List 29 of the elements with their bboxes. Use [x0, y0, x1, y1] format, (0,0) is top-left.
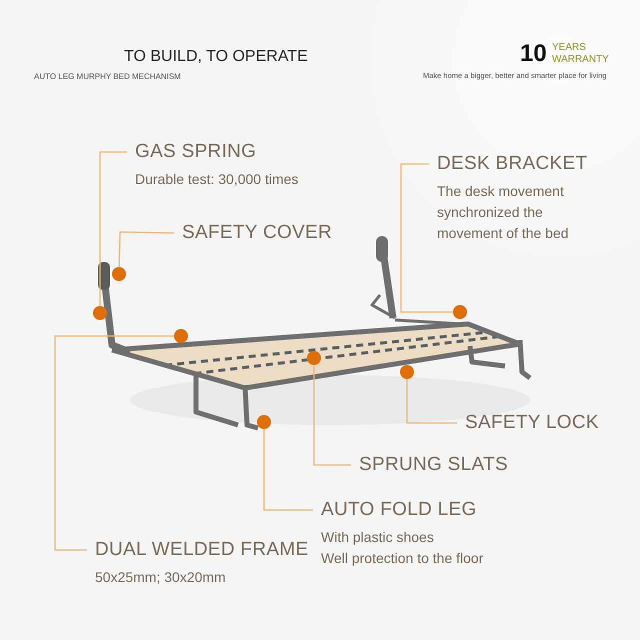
callout-title: GAS SPRING [135, 140, 258, 164]
leader-line [118, 231, 174, 268]
leader-line [54, 335, 174, 551]
callout-title: SPRUNG SLATS [359, 453, 508, 477]
leader-line [99, 151, 127, 306]
callout-dot [453, 305, 467, 319]
tagline: TO BUILD, TO OPERATE [124, 48, 308, 66]
callout-dot [257, 415, 271, 429]
leader-line [313, 365, 351, 466]
warranty-number: 10 [520, 40, 547, 68]
callout-title: SAFETY LOCK [465, 411, 599, 435]
subtitle: AUTO LEG MURPHY BED MECHANISM [34, 72, 181, 81]
warranty-text: YEARS WARRANTY [552, 42, 610, 66]
callout-description: The desk movement synchronized the movement of the bed [437, 182, 570, 243]
leader-line [406, 379, 457, 424]
callout-description: Well protection to the floor [321, 549, 484, 568]
callout-title: AUTO FOLD LEG [321, 498, 478, 522]
callout-dot [93, 306, 107, 320]
callout-title: SAFETY COVER [182, 221, 332, 245]
leader-line [263, 429, 313, 511]
callout-title: DESK BRACKET [437, 152, 588, 176]
callout-description: 50x25mm; 30x20mm [95, 568, 227, 587]
leader-line [400, 163, 453, 313]
callout-dot [112, 267, 126, 281]
callout-dot [400, 365, 414, 379]
callout-description: Durable test: 30,000 times [135, 170, 298, 189]
callout-dot [174, 329, 188, 343]
callout-description: With plastic shoes [321, 528, 435, 547]
callout-title: DUAL WELDED FRAME [95, 538, 308, 562]
